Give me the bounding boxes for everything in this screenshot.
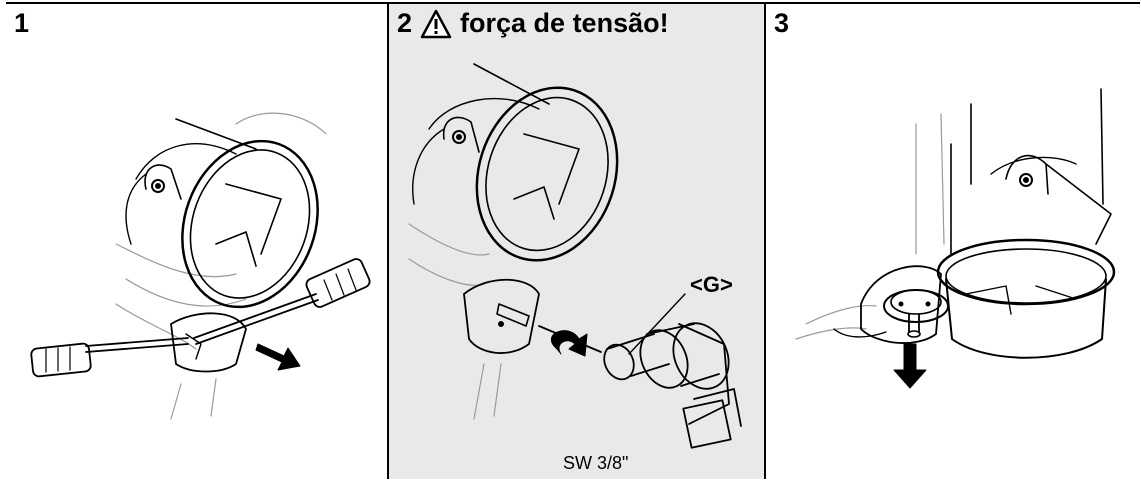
background-linework xyxy=(795,113,945,340)
socket-tool xyxy=(538,322,742,449)
background-linework xyxy=(115,112,327,420)
step-panel-3: 3 xyxy=(766,4,1140,479)
part-g-label: <G> xyxy=(690,272,733,297)
step-number-1: 1 xyxy=(14,8,30,38)
instruction-figure: 1 xyxy=(6,2,1140,479)
step-title-2: força de tensão! xyxy=(460,8,669,38)
step-panel-1: 1 xyxy=(6,4,387,479)
screwdriver-left xyxy=(30,337,189,378)
background-linework xyxy=(408,223,502,420)
panel-divider-2 xyxy=(764,4,766,479)
step-header-2: 2 força de tensão! xyxy=(397,8,669,39)
step-1-illustration xyxy=(30,112,371,420)
down-arrow-icon xyxy=(893,343,927,389)
step-2-illustration xyxy=(408,63,742,449)
rotate-arrow-icon xyxy=(550,330,588,357)
wrench-size-label: SW 3/8" xyxy=(563,453,629,473)
step-3-illustration xyxy=(795,88,1116,389)
top-border xyxy=(6,2,1140,4)
screwdriver-right xyxy=(193,258,371,345)
part-g-leader-line xyxy=(628,293,686,355)
warning-triangle-icon xyxy=(420,9,452,38)
pull-arrow-icon xyxy=(255,343,301,371)
step-header-3: 3 xyxy=(774,8,789,39)
step-number-2: 2 xyxy=(397,8,413,38)
step-panel-2: 2 força de tensão! xyxy=(389,4,764,479)
step-header-1: 1 xyxy=(14,8,29,39)
step-number-3: 3 xyxy=(774,8,790,38)
panel-divider-1 xyxy=(387,4,389,479)
